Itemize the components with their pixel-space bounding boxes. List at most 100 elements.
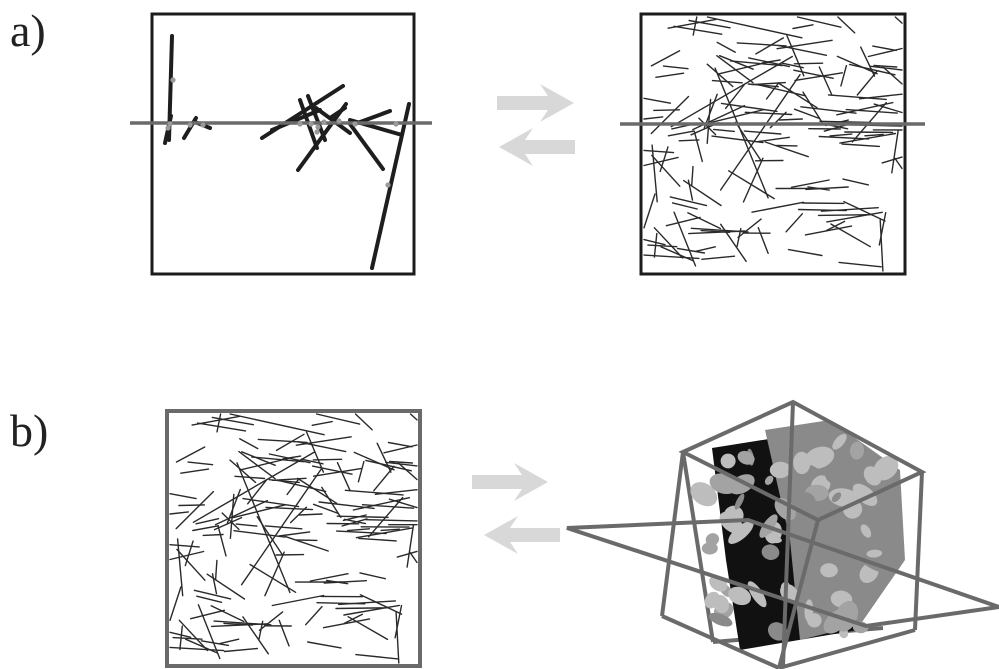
panel-a-section-view — [130, 12, 432, 276]
fiber-segment — [321, 486, 342, 519]
fiber-segment — [837, 16, 856, 34]
fiber-segment — [298, 513, 323, 516]
fiber-segment — [178, 504, 206, 507]
fiber-segment — [729, 60, 784, 67]
fiber-segment — [659, 146, 669, 173]
cut-fiber — [328, 106, 347, 120]
fiber-blob — [769, 461, 791, 479]
fiber-segment — [318, 501, 375, 510]
fiber-segment — [688, 19, 731, 29]
fiber-segment — [794, 72, 843, 82]
arrow-right-icon — [497, 84, 574, 122]
fiber-segment — [365, 459, 412, 472]
fiber-segment — [706, 98, 712, 145]
fiber-segment — [179, 625, 184, 651]
fiber-segment — [840, 64, 848, 87]
cut-fiber — [348, 122, 385, 171]
fiber-blob — [849, 441, 865, 460]
fiber-segment — [389, 460, 414, 464]
fiber-segment — [706, 16, 803, 39]
section-plane — [566, 517, 999, 629]
fiber-segment — [258, 611, 284, 631]
fiber-segment — [214, 559, 218, 581]
cut-point — [167, 121, 173, 127]
fiber-segment — [394, 604, 403, 639]
fiber-segment — [387, 441, 413, 448]
fiber-blob — [820, 563, 838, 578]
fiber-segment — [240, 468, 322, 586]
fiber-segment — [323, 580, 368, 584]
fiber-segment — [891, 130, 899, 174]
fiber-segment — [374, 489, 418, 495]
fiber-blob — [690, 482, 718, 507]
fiber-segment — [678, 139, 700, 142]
fiber-segment — [343, 604, 400, 616]
fiber-segment — [195, 518, 220, 525]
fiber-segment — [714, 67, 769, 199]
fiber-segment — [359, 572, 386, 580]
fiber-segment — [755, 37, 784, 55]
fiber-segment — [380, 528, 401, 532]
fiber-blob — [737, 450, 755, 465]
fiber-segment — [667, 130, 695, 137]
fiber-segment — [395, 611, 400, 664]
fiber-segment — [691, 165, 694, 187]
fiber-blob — [728, 586, 752, 606]
fiber-segment — [196, 422, 247, 432]
fiber-segment — [251, 456, 305, 463]
fiber-blob — [863, 466, 882, 486]
cut-point — [314, 129, 320, 135]
arrow-right-icon — [472, 463, 548, 501]
fiber-blob — [852, 483, 878, 506]
fiber-segment — [214, 499, 268, 526]
fiber-segment — [695, 246, 716, 253]
fiber-segment — [223, 647, 258, 653]
cut-point — [200, 122, 206, 128]
fiber-segment — [211, 416, 255, 426]
fiber-segment — [286, 478, 300, 496]
panel-a-network-frame — [639, 12, 907, 276]
fiber-segment — [778, 118, 803, 121]
fiber-segment — [796, 16, 842, 28]
fiber-segment — [700, 229, 731, 234]
fiber-segment — [894, 157, 903, 170]
fiber-segment — [296, 477, 338, 504]
fiber-segment — [176, 548, 206, 581]
fiber-segment — [653, 109, 681, 112]
fiber-segment — [818, 66, 833, 96]
fiber-segment — [406, 524, 415, 568]
fiber-segment — [184, 638, 219, 654]
fiber-blob — [866, 549, 883, 558]
fiber-segment — [307, 641, 342, 649]
fiber-segment — [169, 631, 192, 638]
fiber-segment — [836, 55, 878, 75]
fiber-segment — [169, 511, 190, 515]
fiber-segment — [346, 528, 371, 532]
fiber-segment — [264, 525, 303, 530]
fiber-segment — [687, 212, 722, 230]
fiber-segment — [882, 66, 903, 85]
fiber-segment — [312, 467, 362, 477]
cut-fiber — [306, 94, 327, 142]
cut-point — [352, 121, 358, 127]
panel-b-label: b) — [10, 405, 49, 456]
fiber-segment — [742, 157, 764, 203]
fiber-segment — [305, 605, 323, 626]
fiber-segment — [355, 527, 413, 539]
fiber-segment — [192, 451, 316, 523]
fiber-segment — [716, 55, 754, 84]
fiber-segment — [802, 91, 823, 123]
fiber-segment — [793, 108, 820, 120]
fiber-segment — [777, 44, 828, 56]
fiber-segment — [643, 149, 675, 154]
fiber-segment — [213, 516, 243, 531]
fiber-blob — [701, 542, 718, 555]
fiber-blob — [825, 580, 837, 592]
fiber-segment — [322, 618, 371, 629]
fiber-segment — [206, 573, 246, 600]
fiber-segment — [355, 653, 399, 660]
cut-fiber — [370, 102, 411, 270]
fiber-segment — [829, 133, 853, 137]
cut-points — [165, 77, 399, 188]
fiber-segment — [192, 525, 220, 532]
